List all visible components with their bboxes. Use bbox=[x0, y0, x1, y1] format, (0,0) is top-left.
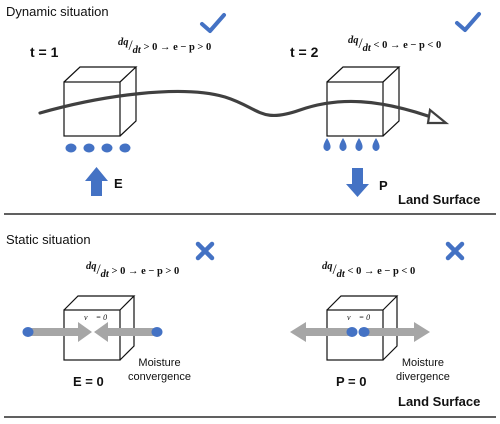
wind-arrow-right bbox=[28, 322, 92, 342]
divergence-dots bbox=[346, 327, 370, 337]
check-icon bbox=[455, 12, 481, 32]
parcel-trajectory bbox=[38, 89, 430, 118]
note-line: convergence bbox=[128, 371, 191, 383]
air-parcel-box-t1 bbox=[63, 66, 138, 137]
convergence-arrows bbox=[28, 322, 158, 342]
rain-drop bbox=[323, 138, 331, 151]
wind-arrow-left bbox=[94, 322, 158, 342]
check-icon bbox=[200, 13, 226, 33]
eq-numerator: dq bbox=[348, 35, 359, 46]
moisture-divergence-note: Moisture divergence bbox=[396, 356, 450, 384]
moisture-convergence-note: Moisture convergence bbox=[128, 356, 191, 384]
evaporation-zero-label: E = 0 bbox=[73, 374, 104, 389]
moisture-dot bbox=[151, 327, 163, 337]
time-label-t1: t = 1 bbox=[30, 44, 59, 60]
rain-drop bbox=[372, 138, 380, 151]
cross-icon bbox=[195, 241, 215, 261]
moisture-dots-evaporation bbox=[65, 143, 131, 153]
eq-numerator: dq bbox=[322, 261, 333, 272]
rain-drops bbox=[323, 138, 380, 151]
eq-rhs: > 0 → e − p > 0 bbox=[111, 266, 180, 277]
moisture-dot bbox=[83, 143, 95, 153]
moisture-dot bbox=[119, 143, 131, 153]
moisture-dot bbox=[358, 327, 370, 337]
divergence-arrows bbox=[290, 322, 430, 342]
air-parcel-box-t2 bbox=[326, 66, 401, 137]
static-heading: Static situation bbox=[6, 232, 91, 247]
land-surface-label-dynamic: Land Surface bbox=[398, 192, 481, 207]
wind-arrow-right bbox=[360, 322, 430, 342]
eq-denominator: dt bbox=[336, 269, 345, 280]
trajectory-arrowhead bbox=[426, 107, 450, 125]
note-line: Moisture bbox=[401, 357, 444, 369]
moisture-dot bbox=[65, 143, 77, 153]
time-label-t2: t = 2 bbox=[290, 44, 319, 60]
precipitation-label: P bbox=[379, 178, 388, 193]
eq-rhs: > 0 → e − p > 0 bbox=[143, 42, 212, 53]
eq-rhs: < 0 → e − p < 0 bbox=[347, 266, 416, 277]
equation-static-negative: dq/dt < 0 → e − p < 0 bbox=[322, 261, 416, 280]
evaporation-label: E bbox=[114, 176, 123, 191]
eq-rhs: < 0 → e − p < 0 bbox=[373, 40, 442, 51]
velocity-zero-right: v⃗ = 0 bbox=[347, 313, 371, 322]
note-line: divergence bbox=[396, 371, 450, 383]
cross-icon bbox=[445, 241, 465, 261]
evaporation-arrow bbox=[85, 167, 108, 196]
eq-denominator: dt bbox=[100, 269, 109, 280]
precipitation-zero-label: P = 0 bbox=[336, 374, 367, 389]
equation-static-positive: dq/dt > 0 → e − p > 0 bbox=[86, 261, 180, 280]
eq-denominator: dt bbox=[362, 43, 371, 54]
equation-dynamic-positive: dq/dt > 0 → e − p > 0 bbox=[118, 37, 212, 56]
velocity-zero-left: v⃗ = 0 bbox=[84, 313, 108, 322]
equation-dynamic-negative: dq/dt < 0 → e − p < 0 bbox=[348, 35, 442, 54]
rain-drop bbox=[339, 138, 347, 151]
eq-numerator: dq bbox=[86, 261, 97, 272]
precipitation-arrow bbox=[346, 168, 369, 197]
eq-denominator: dt bbox=[132, 45, 141, 56]
moisture-dot bbox=[346, 327, 358, 337]
rain-drop bbox=[355, 138, 363, 151]
moisture-dot bbox=[101, 143, 113, 153]
dynamic-heading: Dynamic situation bbox=[6, 4, 109, 19]
note-line: Moisture bbox=[138, 357, 181, 369]
land-surface-label-static: Land Surface bbox=[398, 394, 481, 409]
wind-arrow-left bbox=[290, 322, 352, 342]
eq-numerator: dq bbox=[118, 37, 129, 48]
convergence-dots bbox=[22, 327, 163, 337]
moisture-dot bbox=[22, 327, 34, 337]
